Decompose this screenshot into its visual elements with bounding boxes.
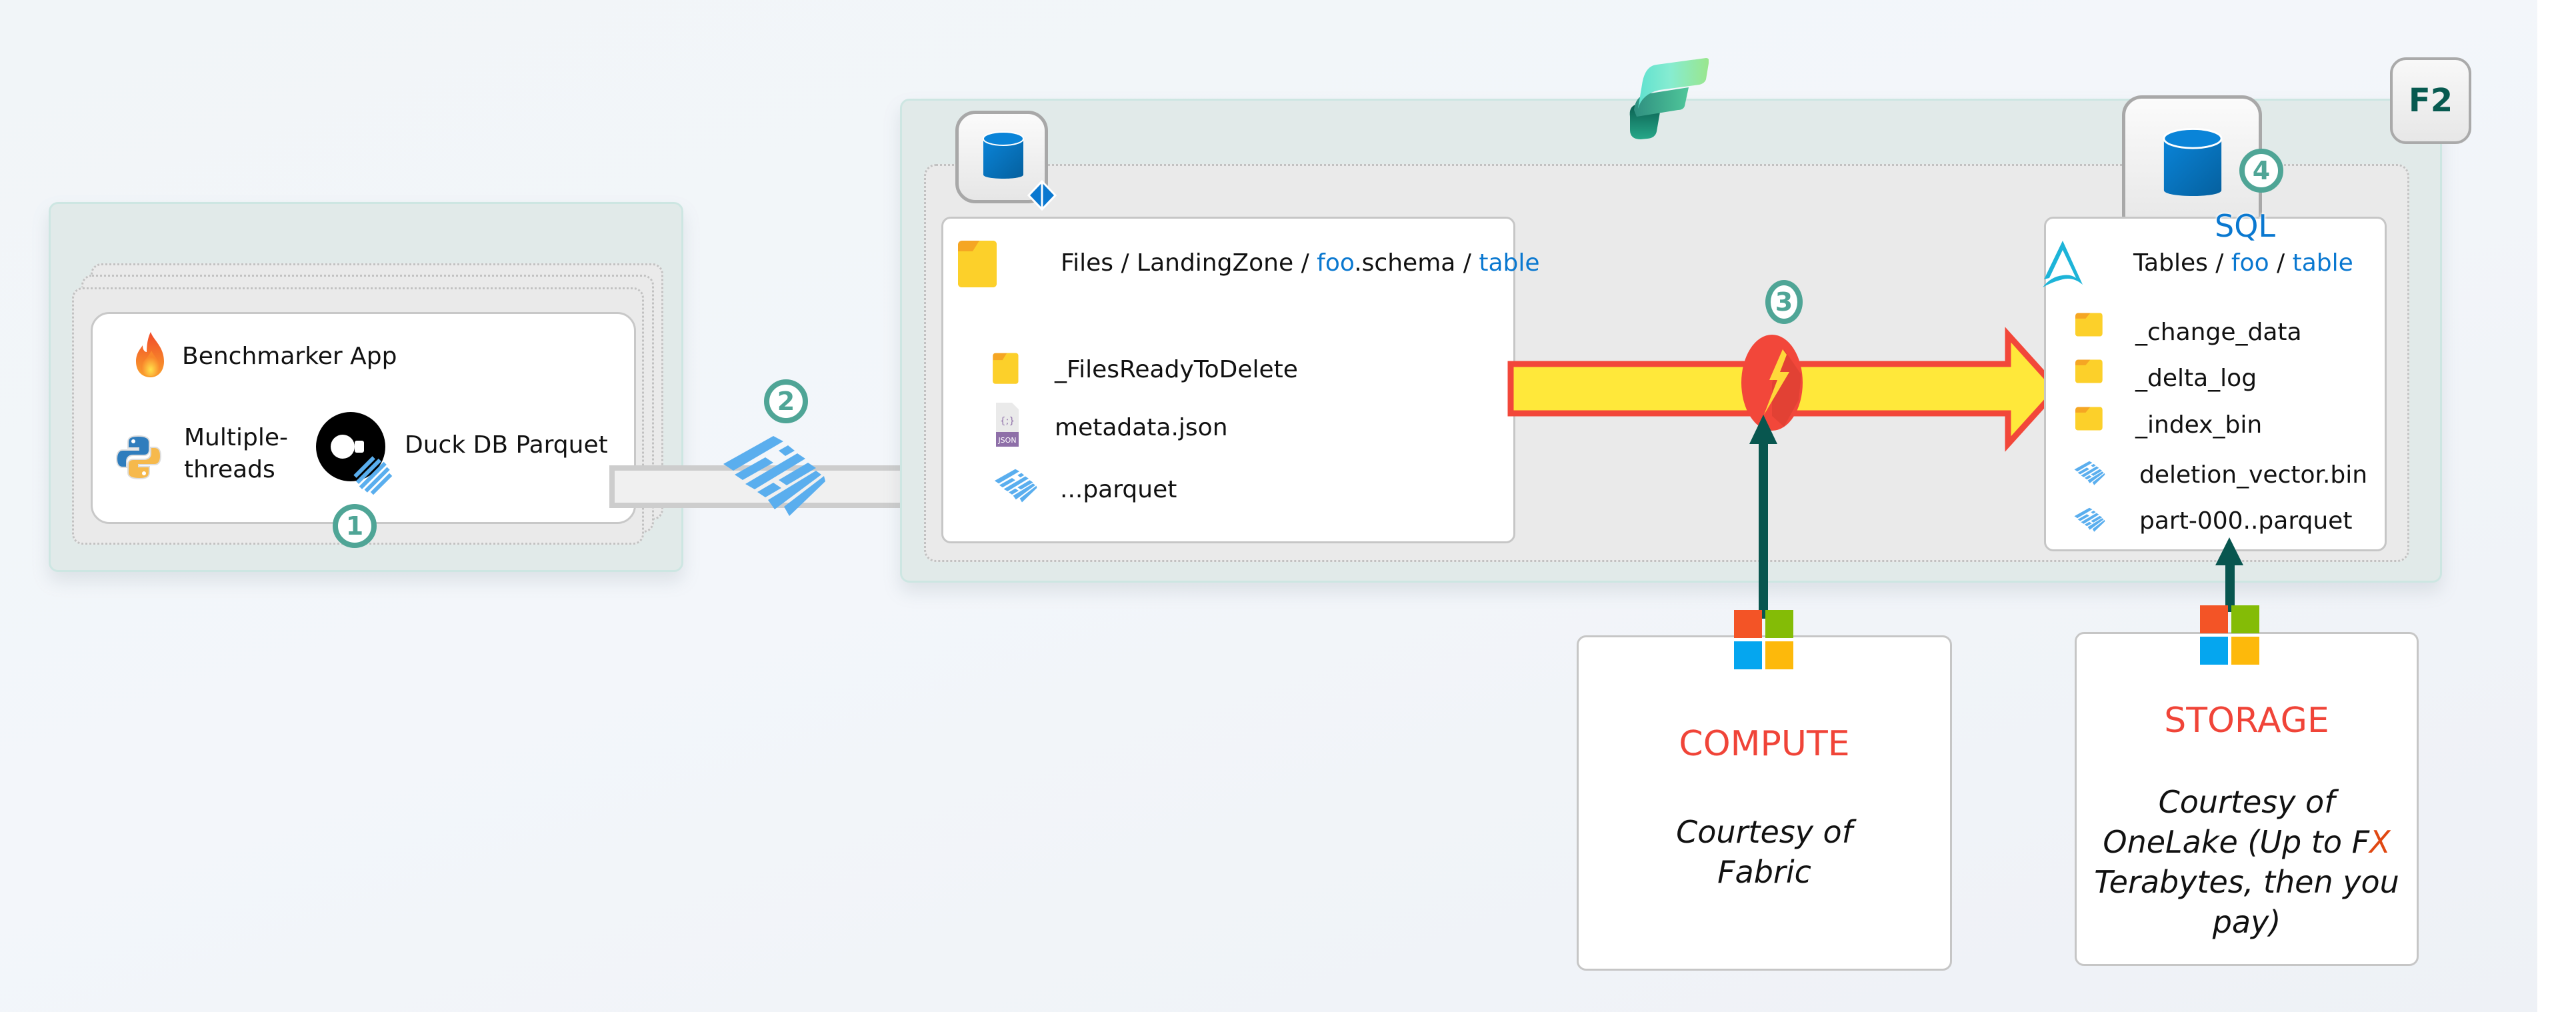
- step-badge-4: 4: [2239, 149, 2283, 193]
- files-path: Files / LandingZone / foo.schema / table: [1061, 249, 1540, 277]
- json-file-icon: JSON {;}: [996, 403, 1019, 447]
- storage-text-line1: Courtesy of: [2158, 784, 2335, 820]
- tables-path-part[interactable]: Tables /: [2133, 249, 2231, 277]
- parquet-icon: [2074, 461, 2105, 485]
- file-item-parquet[interactable]: ...parquet: [1060, 476, 1177, 503]
- tables-path-part-table[interactable]: table: [2292, 249, 2353, 277]
- folder-icon: [993, 353, 1019, 384]
- sql-label: SQL: [2215, 208, 2276, 244]
- lightning-icon: [1741, 335, 1803, 431]
- storage-title: STORAGE: [2164, 701, 2329, 741]
- table-item-part-parquet[interactable]: part-000..parquet: [2139, 507, 2353, 535]
- threads-label-line1: Multiple-: [184, 424, 288, 451]
- storage-text: Courtesy of OneLake (Up to FX Terabytes,…: [2077, 782, 2417, 942]
- files-path-part-table[interactable]: table: [1479, 249, 1540, 277]
- storage-text-line4: pay): [2212, 904, 2281, 940]
- compute-up-arrow: [1749, 415, 1777, 619]
- right-margin: [2537, 0, 2576, 1012]
- database-icon: [2163, 127, 2223, 196]
- folder-icon: [2075, 407, 2103, 431]
- storage-box: STORAGE Courtesy of OneLake (Up to FX Te…: [2075, 632, 2419, 966]
- table-item-delta-log[interactable]: _delta_log: [2135, 365, 2257, 392]
- files-path-part-schema[interactable]: foo: [1317, 249, 1355, 277]
- duckdb-icon: [316, 412, 393, 495]
- parquet-icon: [2074, 507, 2105, 532]
- compute-text: Courtesy of Fabric: [1579, 812, 1950, 892]
- duckdb-parquet-label: Duck DB Parquet: [405, 431, 608, 459]
- folder-icon: [2075, 359, 2103, 383]
- table-item-change-data[interactable]: _change_data: [2135, 319, 2302, 346]
- tables-panel: [2044, 217, 2387, 551]
- storage-up-arrow: [2215, 537, 2243, 612]
- flame-icon: [136, 332, 164, 377]
- microsoft-logo-icon: [1734, 610, 1794, 670]
- threads-label-line2: threads: [184, 456, 275, 483]
- compute-title: COMPUTE: [1679, 724, 1850, 764]
- step-badge-1: 1: [333, 504, 377, 548]
- parquet-icon: [723, 436, 825, 516]
- microsoft-logo-icon: [2200, 605, 2260, 665]
- step-badge-2: 2: [764, 379, 808, 423]
- lakehouse-diamond-icon: [1027, 180, 1057, 211]
- storage-text-line3: Terabytes, then you: [2094, 864, 2399, 900]
- python-icon: [115, 435, 162, 480]
- storage-text-line2: OneLake (Up to FX: [2103, 824, 2391, 860]
- file-item-filesreadytodelete[interactable]: _FilesReadyToDelete: [1055, 356, 1298, 383]
- file-item-metadata-json[interactable]: metadata.json: [1055, 414, 1228, 441]
- tables-path-part[interactable]: /: [2269, 249, 2293, 277]
- capacity-sku-x: X: [2369, 824, 2391, 860]
- compute-text-line1: Courtesy of: [1676, 814, 1853, 850]
- files-path-part[interactable]: .schema /: [1354, 249, 1479, 277]
- svg-text:{;}: {;}: [1000, 416, 1015, 427]
- capacity-badge-f2: F2: [2390, 57, 2471, 144]
- files-path-part[interactable]: Files / LandingZone /: [1061, 249, 1317, 277]
- step-badge-3: 3: [1765, 280, 1803, 324]
- onelake-icon: [2043, 241, 2083, 287]
- folder-icon: [958, 241, 997, 287]
- files-panel: [941, 217, 1515, 543]
- tables-path: Tables / foo / table: [2133, 249, 2353, 277]
- compute-box: COMPUTE Courtesy of Fabric: [1577, 635, 1952, 971]
- svg-text:JSON: JSON: [997, 436, 1016, 445]
- database-icon: [983, 131, 1024, 179]
- fabric-logo: [1629, 58, 1709, 139]
- folder-icon: [2075, 313, 2103, 337]
- table-item-deletion-vector[interactable]: deletion_vector.bin: [2139, 461, 2368, 489]
- benchmarker-app-title: Benchmarker App: [182, 343, 397, 370]
- parquet-icon: [994, 469, 1037, 503]
- tables-path-part-schema[interactable]: foo: [2231, 249, 2269, 277]
- table-item-index-bin[interactable]: _index_bin: [2135, 411, 2263, 439]
- compute-text-line2: Fabric: [1717, 854, 1811, 890]
